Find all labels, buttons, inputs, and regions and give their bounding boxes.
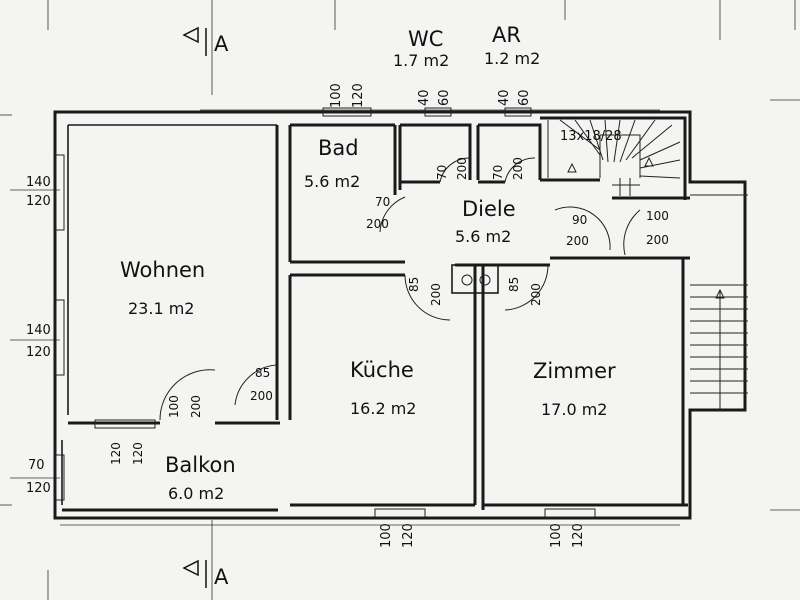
stair-label: 13x18/28 — [560, 129, 622, 144]
room-area-balkon: 6.0 m2 — [168, 484, 224, 503]
door-ar-h: 200 — [511, 157, 525, 180]
room-name-bad: Bad — [318, 136, 359, 160]
door-balkon-h: 200 — [189, 395, 203, 418]
section-label: A — [214, 32, 229, 56]
win-bot-zimmer-h: 120 — [571, 523, 586, 548]
win-top-bad-w: 100 — [329, 83, 344, 108]
door-wohnen-kueche-w: 85 — [255, 366, 270, 380]
room-name-wohnen: Wohnen — [120, 258, 205, 282]
door-entry-w: 100 — [646, 209, 669, 223]
win-bot-zimmer-w: 100 — [549, 523, 564, 548]
door-entry-h: 200 — [646, 233, 669, 247]
door-swings — [159, 157, 641, 421]
win-left-top-h: 120 — [26, 194, 51, 209]
room-name-kueche: Küche — [350, 358, 414, 382]
win-bot-kueche-h: 120 — [401, 523, 416, 548]
section-marker-top: A — [182, 26, 229, 56]
room-area-wohnen: 23.1 m2 — [128, 299, 194, 318]
door-bad-h: 200 — [366, 217, 389, 231]
win-bot-kueche-w: 100 — [379, 523, 394, 548]
win-top-ar-h: 60 — [517, 89, 532, 106]
vertical-opening-labels: 100 120 40 60 40 60 70 200 70 200 85 200… — [109, 83, 586, 548]
opening-markers — [55, 107, 596, 518]
win-balkon-w: 120 — [109, 442, 123, 465]
door-balkon-w: 100 — [167, 395, 181, 418]
door-stair-h: 200 — [566, 234, 589, 248]
win-top-wc-w: 40 — [417, 89, 432, 106]
door-ar-w: 70 — [491, 165, 505, 180]
door-zimmer-diele-h: 200 — [529, 283, 543, 306]
win-balkon-h: 120 — [131, 442, 145, 465]
door-bad-w: 70 — [375, 195, 390, 209]
room-name-diele: Diele — [462, 197, 516, 221]
door-stair-w: 90 — [572, 213, 587, 227]
section-label: A — [214, 565, 229, 589]
staircase: 13x18/28 — [547, 119, 681, 196]
room-area-bad: 5.6 m2 — [304, 172, 360, 191]
win-left-mid-h: 120 — [26, 345, 51, 360]
win-top-wc-h: 60 — [437, 89, 452, 106]
room-name-ar: AR — [492, 23, 521, 47]
section-marker-bottom: A — [182, 559, 229, 589]
walls — [53, 110, 747, 520]
horizontal-opening-labels: 140 120 140 120 70 120 70 200 90 200 100… — [26, 175, 669, 496]
room-area-diele: 5.6 m2 — [455, 227, 511, 246]
room-name-zimmer: Zimmer — [533, 359, 616, 383]
room-area-kueche: 16.2 m2 — [350, 399, 416, 418]
door-wohnen-kueche-h: 200 — [250, 389, 273, 403]
door-kueche-diele-w: 85 — [407, 277, 421, 292]
win-left-mid-w: 140 — [26, 323, 51, 338]
room-name-balkon: Balkon — [165, 453, 236, 477]
win-left-bot-h: 120 — [26, 481, 51, 496]
door-kueche-diele-h: 200 — [429, 283, 443, 306]
door-wc-w: 70 — [435, 165, 449, 180]
win-top-ar-w: 40 — [497, 89, 512, 106]
chimney — [451, 264, 499, 294]
room-name-wc: WC — [408, 27, 443, 51]
win-left-top-w: 140 — [26, 175, 51, 190]
door-zimmer-diele-w: 85 — [507, 277, 521, 292]
door-wc-h: 200 — [455, 157, 469, 180]
room-area-wc: 1.7 m2 — [393, 51, 449, 70]
win-left-bot-w: 70 — [28, 458, 45, 473]
exterior-stair — [690, 194, 748, 410]
win-top-bad-h: 120 — [351, 83, 366, 108]
room-area-zimmer: 17.0 m2 — [541, 400, 607, 419]
room-area-ar: 1.2 m2 — [484, 49, 540, 68]
